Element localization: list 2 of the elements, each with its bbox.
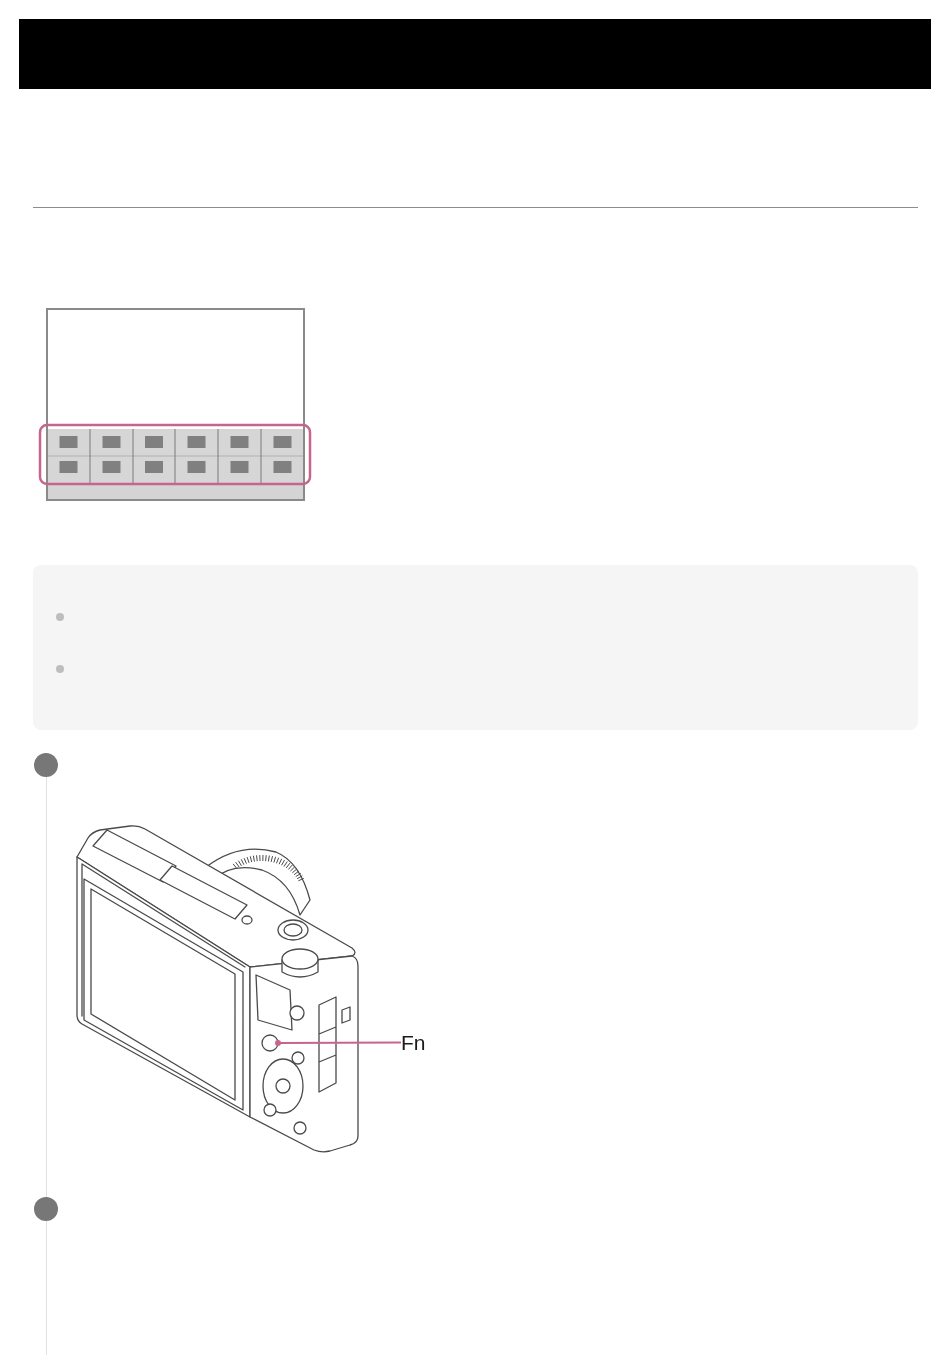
- callout-label: Fn: [401, 1032, 426, 1053]
- leader-line: [275, 1039, 402, 1046]
